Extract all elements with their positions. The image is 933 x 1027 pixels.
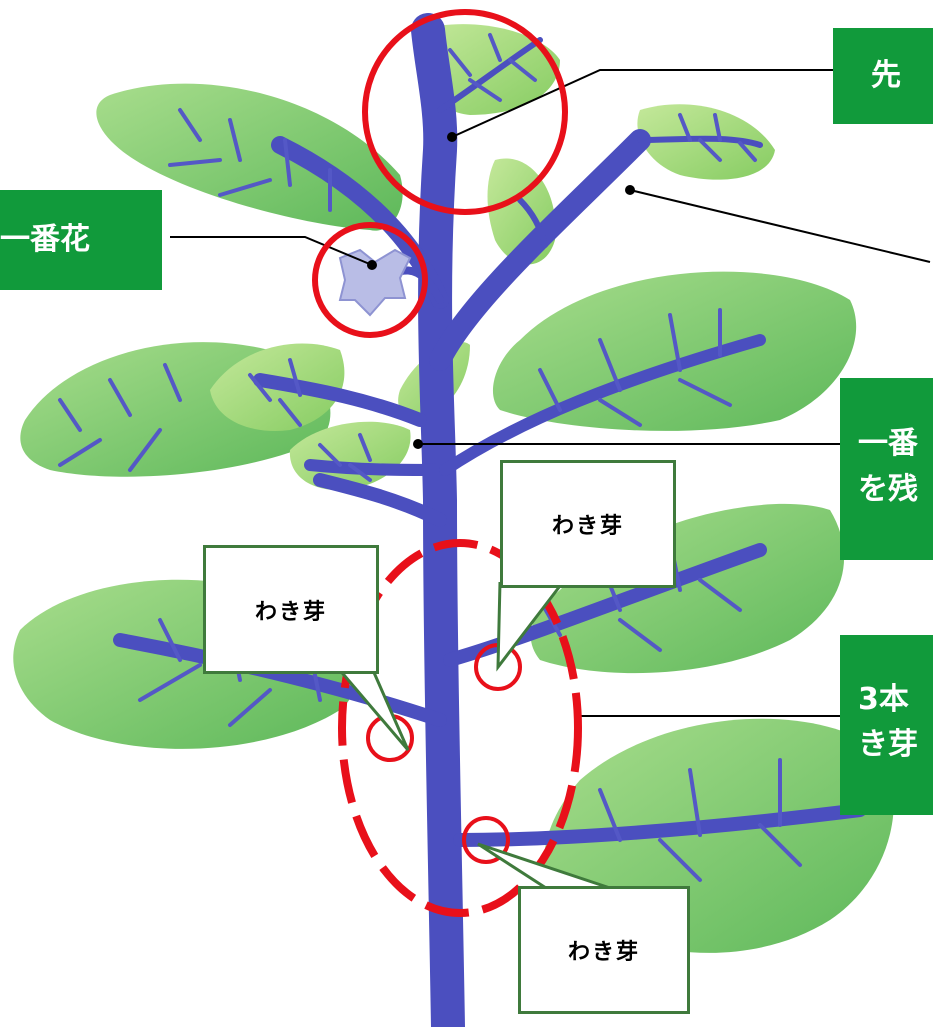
- callout-side-shoot-bottom: わき芽: [518, 886, 690, 1014]
- first-flower: [340, 250, 410, 315]
- label-three-stems: 3本 き芽: [840, 635, 933, 815]
- leader-dot-node: [413, 439, 423, 449]
- label-tip-text: 先: [871, 56, 901, 96]
- label-first-node-line1: 一番: [858, 424, 918, 464]
- callout-side-shoot-right: わき芽: [500, 460, 676, 588]
- label-three-stems-line2: き芽: [858, 725, 918, 765]
- label-first-node: 一番 を残: [840, 378, 933, 560]
- leader-dot-flower: [367, 260, 377, 270]
- label-first-node-line2: を残: [858, 470, 918, 510]
- callout-side-shoot-left-text: わき芽: [255, 594, 327, 626]
- leader-dot-branch: [625, 185, 635, 195]
- label-first-flower: 一番花: [0, 190, 162, 290]
- callout-side-shoot-right-text: わき芽: [552, 508, 624, 540]
- leader-dot-tip: [447, 132, 457, 142]
- label-three-stems-line1: 3本: [858, 680, 909, 720]
- callout-side-shoot-bottom-text: わき芽: [568, 934, 640, 966]
- label-tip: 先: [833, 28, 933, 124]
- label-first-flower-text: 一番花: [0, 220, 90, 260]
- callout-side-shoot-left: わき芽: [203, 545, 379, 674]
